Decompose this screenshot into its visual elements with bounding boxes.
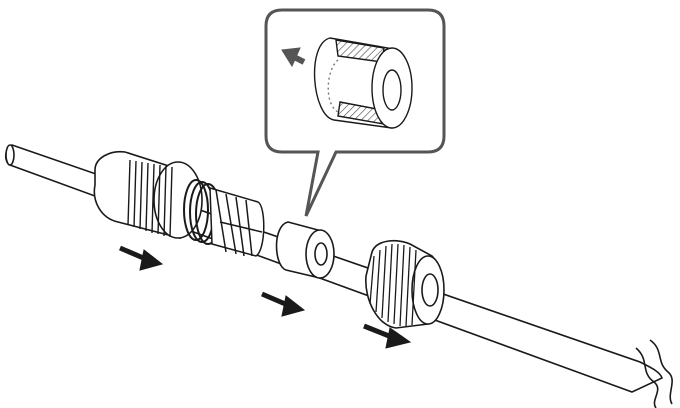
arrow-connector-slide <box>119 245 164 271</box>
detail-arrow-icon <box>281 47 306 68</box>
connector-ribs <box>127 159 173 238</box>
connector-body <box>93 150 221 245</box>
cable-end-cut <box>635 339 673 408</box>
nut <box>365 239 445 329</box>
detail-seal-ring <box>313 37 413 129</box>
detail-callout <box>264 8 446 217</box>
arrow-seal-slide <box>261 291 306 317</box>
nut-ribs <box>369 243 417 327</box>
seal-ring <box>275 221 335 279</box>
collet <box>209 186 265 257</box>
arrow-nut-slide <box>363 323 412 349</box>
